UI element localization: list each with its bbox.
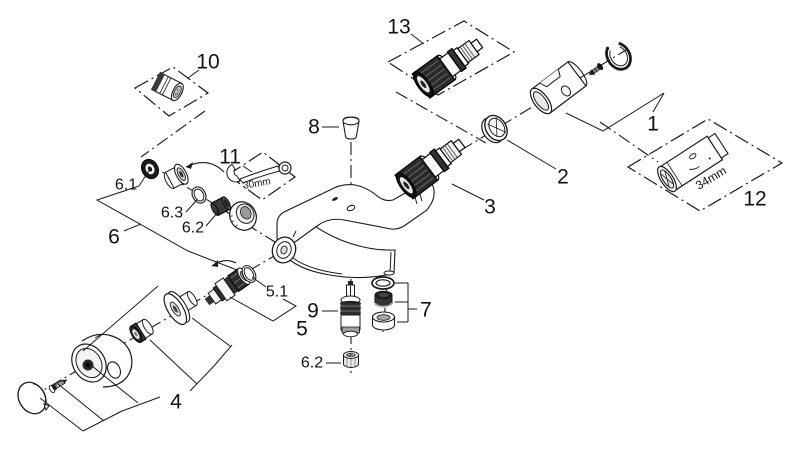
leader-3 [451,183,485,201]
callout-2: 2 [557,166,569,189]
part-1-screw [589,63,604,75]
leader-10 [187,69,200,79]
callout-11: 11 [219,146,241,169]
callout-leader-lines [39,33,665,432]
kit-frame-12 [626,118,784,212]
part-7-aerator-set [371,276,396,331]
part-1-clip [605,42,632,71]
part-6-nut [229,201,257,231]
part-12-socket-tool [657,132,729,193]
callout-8: 8 [308,116,320,139]
part-6-group [141,158,257,231]
part-9-cartridge [340,281,361,338]
callout-12: 12 [743,188,766,211]
callout-7: 7 [420,299,432,322]
callout-3: 3 [484,196,496,219]
part-5-group [204,260,257,306]
callout-9: 9 [307,300,319,323]
bracket-6 [95,168,238,271]
part-5-1-oring [241,265,257,283]
part-2-ring [481,114,508,144]
bracket-7 [395,282,417,323]
callout-6-2: 6.2 [182,220,204,237]
callout-6: 6 [108,226,120,249]
part-4-group [17,290,198,415]
callout-6-3: 6.3 [161,205,183,222]
part-4-cap [17,381,50,415]
leader-2 [506,139,557,170]
part-4-knob [71,333,133,388]
body-inlet-port [271,236,297,264]
leader-11 [242,165,253,173]
callout-13: 13 [387,16,410,39]
part-10-aerator [150,71,184,102]
callout-5-1: 5.1 [266,284,288,301]
wrench-size-label: 30mm [242,176,271,192]
part-6-nozzle [163,163,189,189]
mixer-body [271,180,435,279]
part-4-adapter [129,318,154,344]
callout-1: 1 [647,113,659,136]
callout-5: 5 [296,318,308,341]
part-6-3-oring [191,186,207,204]
part-8-cap [342,116,360,140]
callout-4: 4 [170,391,182,414]
leader-13 [410,33,425,45]
bracket-1 [565,92,665,132]
part-6-2-mousseur [210,196,231,217]
bracket-5 [229,276,297,322]
callout-6-2-bottom: 6.2 [301,355,323,372]
part-11-wrench [226,161,292,184]
part-6-2-mousseur-bottom [343,351,359,368]
kit-frame-11 [226,151,297,201]
part-1-group [529,42,632,115]
bracket-4 [39,285,233,432]
callout-10: 10 [196,51,219,74]
callout-6-1: 6.1 [115,177,137,194]
part-4-flange [163,290,198,326]
callout-labels: 1 2 3 4 5 5.1 6 6.1 6.2 6.2 6.3 7 8 9 10… [108,16,767,414]
